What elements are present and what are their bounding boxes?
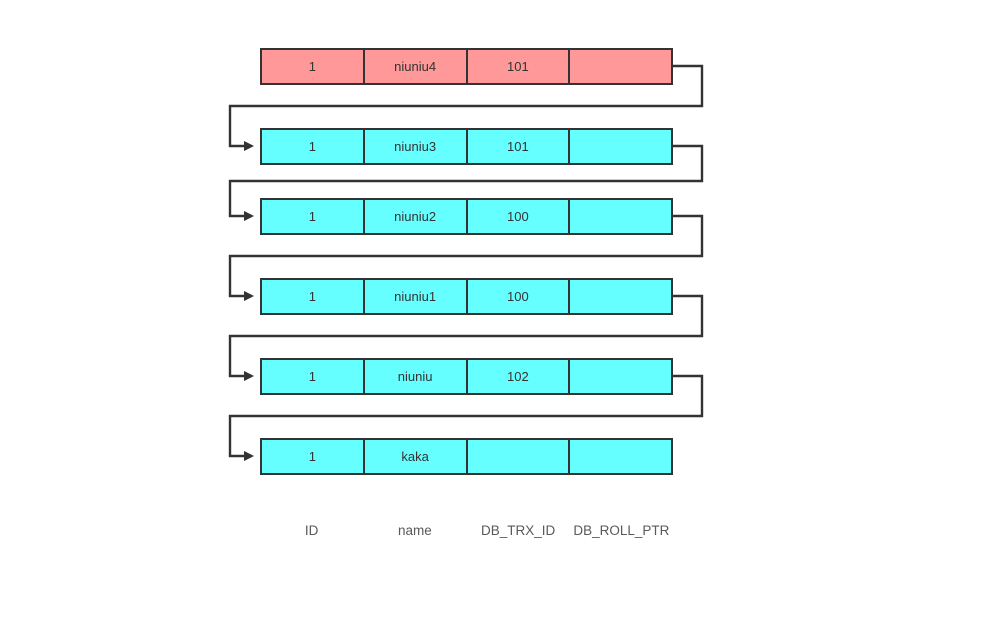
id-cell: 1 — [262, 50, 365, 83]
trx-id-cell: 100 — [468, 200, 571, 233]
roll-ptr-cell — [570, 360, 671, 393]
name-cell: niuniu2 — [365, 200, 468, 233]
id-cell: 1 — [262, 200, 365, 233]
name-cell: niuniu4 — [365, 50, 468, 83]
id-cell: 1 — [262, 440, 365, 473]
roll-ptr-cell — [570, 50, 671, 83]
record-row: 1 niuniu1 100 — [260, 278, 673, 315]
name-cell: niuniu — [365, 360, 468, 393]
column-labels: ID name DB_TRX_ID DB_ROLL_PTR — [260, 521, 673, 539]
trx-id-cell: 100 — [468, 280, 571, 313]
name-cell: kaka — [365, 440, 468, 473]
column-label-db-trx-id: DB_TRX_ID — [480, 522, 556, 538]
column-label-db-roll-ptr: DB_ROLL_PTR — [573, 522, 670, 538]
record-row: 1 niuniu2 100 — [260, 198, 673, 235]
name-cell: niuniu1 — [365, 280, 468, 313]
roll-ptr-cell — [570, 130, 671, 163]
trx-id-cell — [468, 440, 571, 473]
roll-ptr-cell — [570, 440, 671, 473]
roll-ptr-cell — [570, 200, 671, 233]
id-cell: 1 — [262, 130, 365, 163]
record-row: 1 niuniu3 101 — [260, 128, 673, 165]
roll-ptr-cell — [570, 280, 671, 313]
trx-id-cell: 101 — [468, 50, 571, 83]
trx-id-cell: 102 — [468, 360, 571, 393]
record-row: 1 kaka — [260, 438, 673, 475]
id-cell: 1 — [262, 280, 365, 313]
name-cell: niuniu3 — [365, 130, 468, 163]
trx-id-cell: 101 — [468, 130, 571, 163]
column-label-id: ID — [304, 522, 319, 538]
id-cell: 1 — [262, 360, 365, 393]
column-label-name: name — [397, 522, 432, 538]
record-row: 1 niuniu4 101 — [260, 48, 673, 85]
record-row: 1 niuniu 102 — [260, 358, 673, 395]
